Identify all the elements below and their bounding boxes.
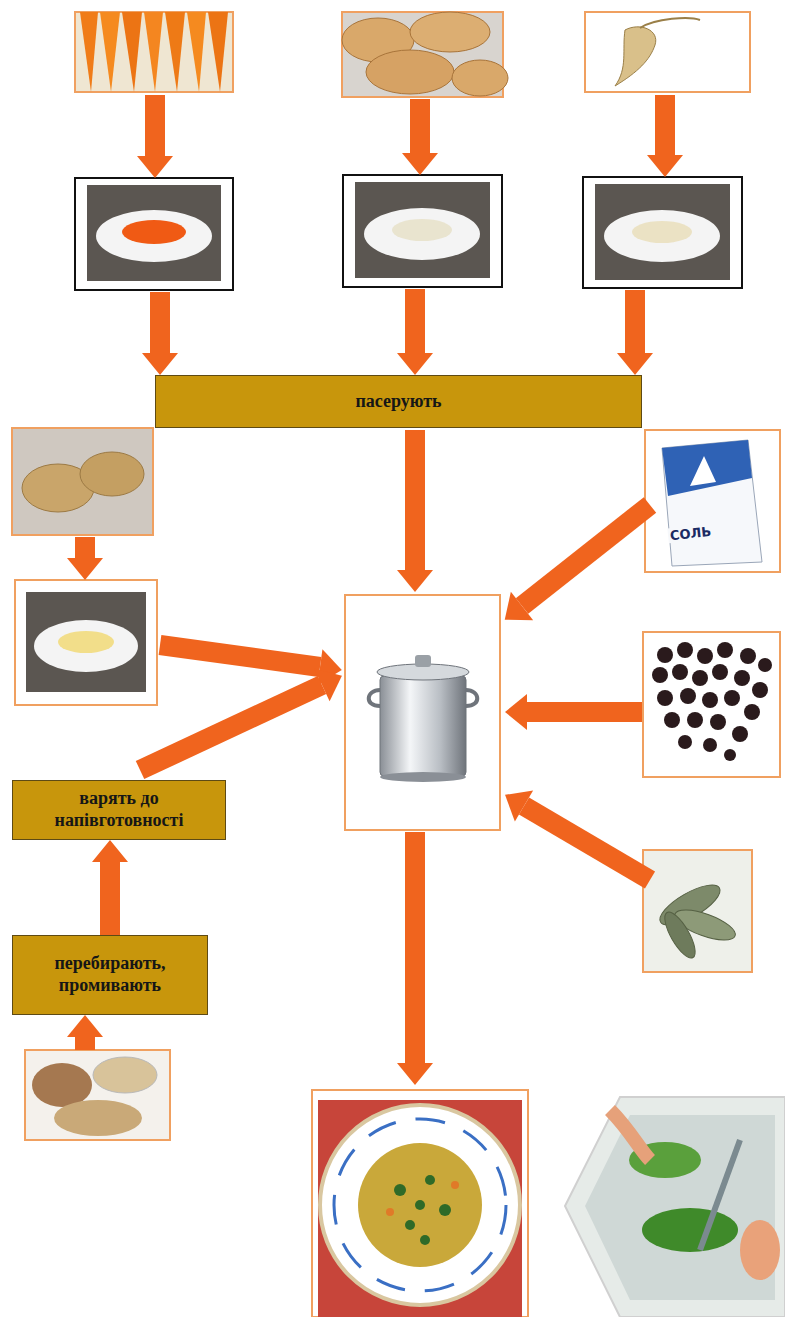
onion-photo xyxy=(342,12,508,97)
text-holder: варять до напівготовності xyxy=(13,784,225,835)
process-band: пасерують xyxy=(155,375,642,428)
step-text: варять до напівготовності xyxy=(19,788,219,831)
chopped-parsnip-bowl xyxy=(583,177,742,288)
flow-arrow xyxy=(92,840,128,935)
bay-leaf-photo xyxy=(643,850,752,972)
cooking-pot xyxy=(345,595,500,830)
chopped-carrot-bowl xyxy=(75,178,233,290)
step-text: пасерують xyxy=(355,391,441,413)
chopping-herbs-photo xyxy=(565,1097,785,1317)
potato-photo xyxy=(12,428,153,535)
parsnip-photo xyxy=(585,12,750,92)
black-pepper-photo xyxy=(643,632,780,777)
diced-potato-bowl xyxy=(15,580,157,705)
salt-package xyxy=(645,430,780,572)
process-box: варять до напівготовності xyxy=(12,780,226,840)
soup-plate-photo xyxy=(312,1090,528,1317)
text-holder: перебирають, промивають xyxy=(13,949,207,1000)
cereal-grain-photo xyxy=(25,1050,170,1140)
step-text: перебирають, промивають xyxy=(19,953,201,996)
process-box: перебирають, промивають xyxy=(12,935,208,1015)
chopped-onion-bowl xyxy=(343,175,502,287)
flow-arrows xyxy=(85,95,665,1063)
text-holder: пасерують xyxy=(349,387,447,417)
carrot-photo xyxy=(75,12,233,92)
